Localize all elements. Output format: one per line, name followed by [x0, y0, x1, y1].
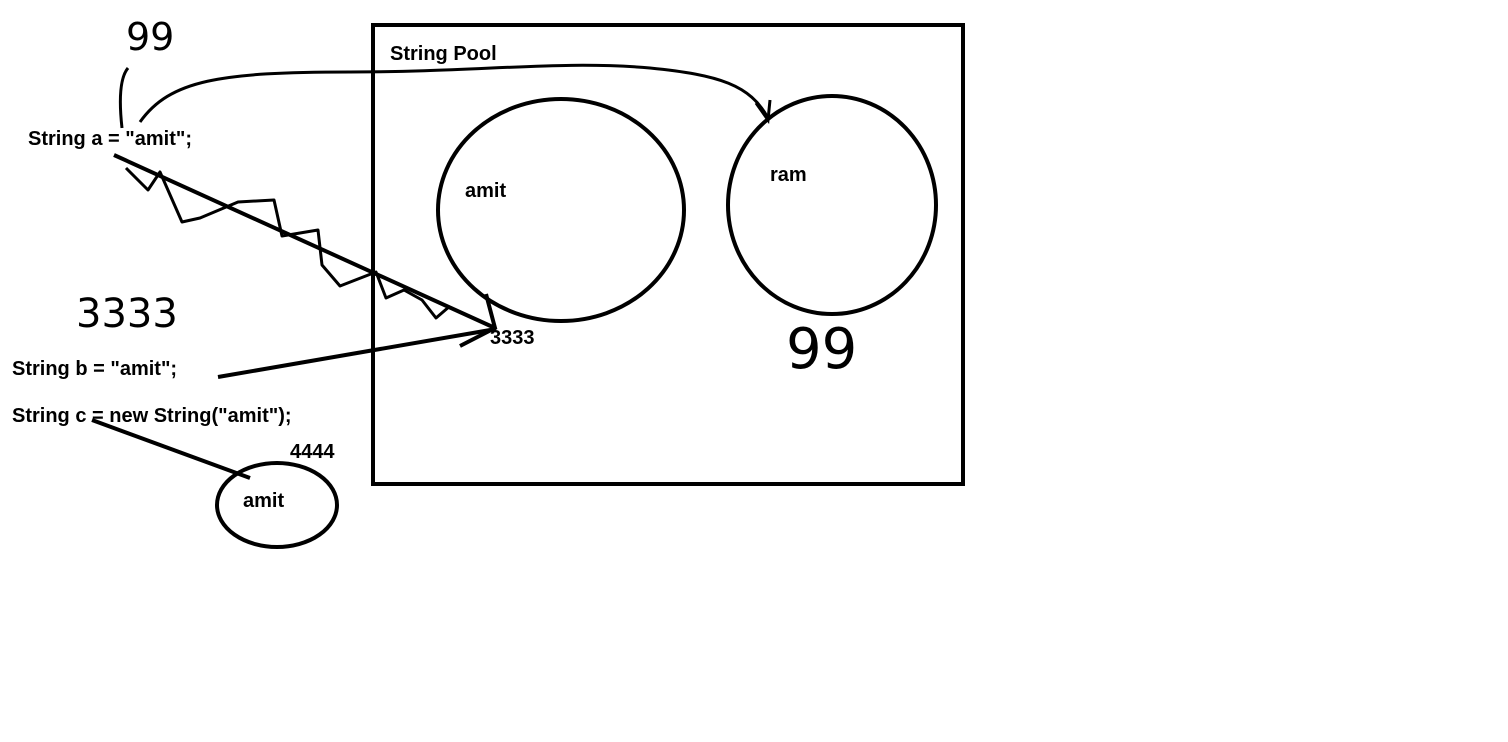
pool-amit-label: amit: [465, 180, 507, 202]
strike-scribble: [124, 166, 451, 320]
code-line-c: String c = new String("amit");: [12, 405, 292, 427]
code-line-a: String a = "amit";: [28, 128, 192, 150]
arrow-b-to-amit: [217, 327, 497, 379]
string-pool-title: String Pool: [390, 43, 497, 65]
a-address-annotation: 99: [126, 15, 175, 59]
pool-ram-circle: [726, 94, 938, 316]
b-address-annotation: 3333: [76, 291, 178, 337]
pool-ram-label: ram: [770, 164, 807, 186]
heap-address: 4444: [290, 441, 335, 463]
heap-amit-circle: [215, 461, 339, 549]
heap-amit-label: amit: [243, 490, 285, 512]
a-address-tick: [118, 67, 130, 129]
code-line-b: String b = "amit";: [12, 358, 178, 380]
ram-address-annotation: 99: [786, 317, 858, 382]
arrow-a-to-ram-head: [754, 99, 772, 125]
arrow-c-to-heap: [91, 418, 251, 480]
arrow-a-to-ram: [138, 63, 770, 123]
pool-amit-address: 3333: [490, 327, 535, 349]
arrow-a-to-amit: [113, 153, 496, 330]
string-pool-box: [371, 23, 965, 486]
pool-amit-circle: [436, 97, 686, 323]
